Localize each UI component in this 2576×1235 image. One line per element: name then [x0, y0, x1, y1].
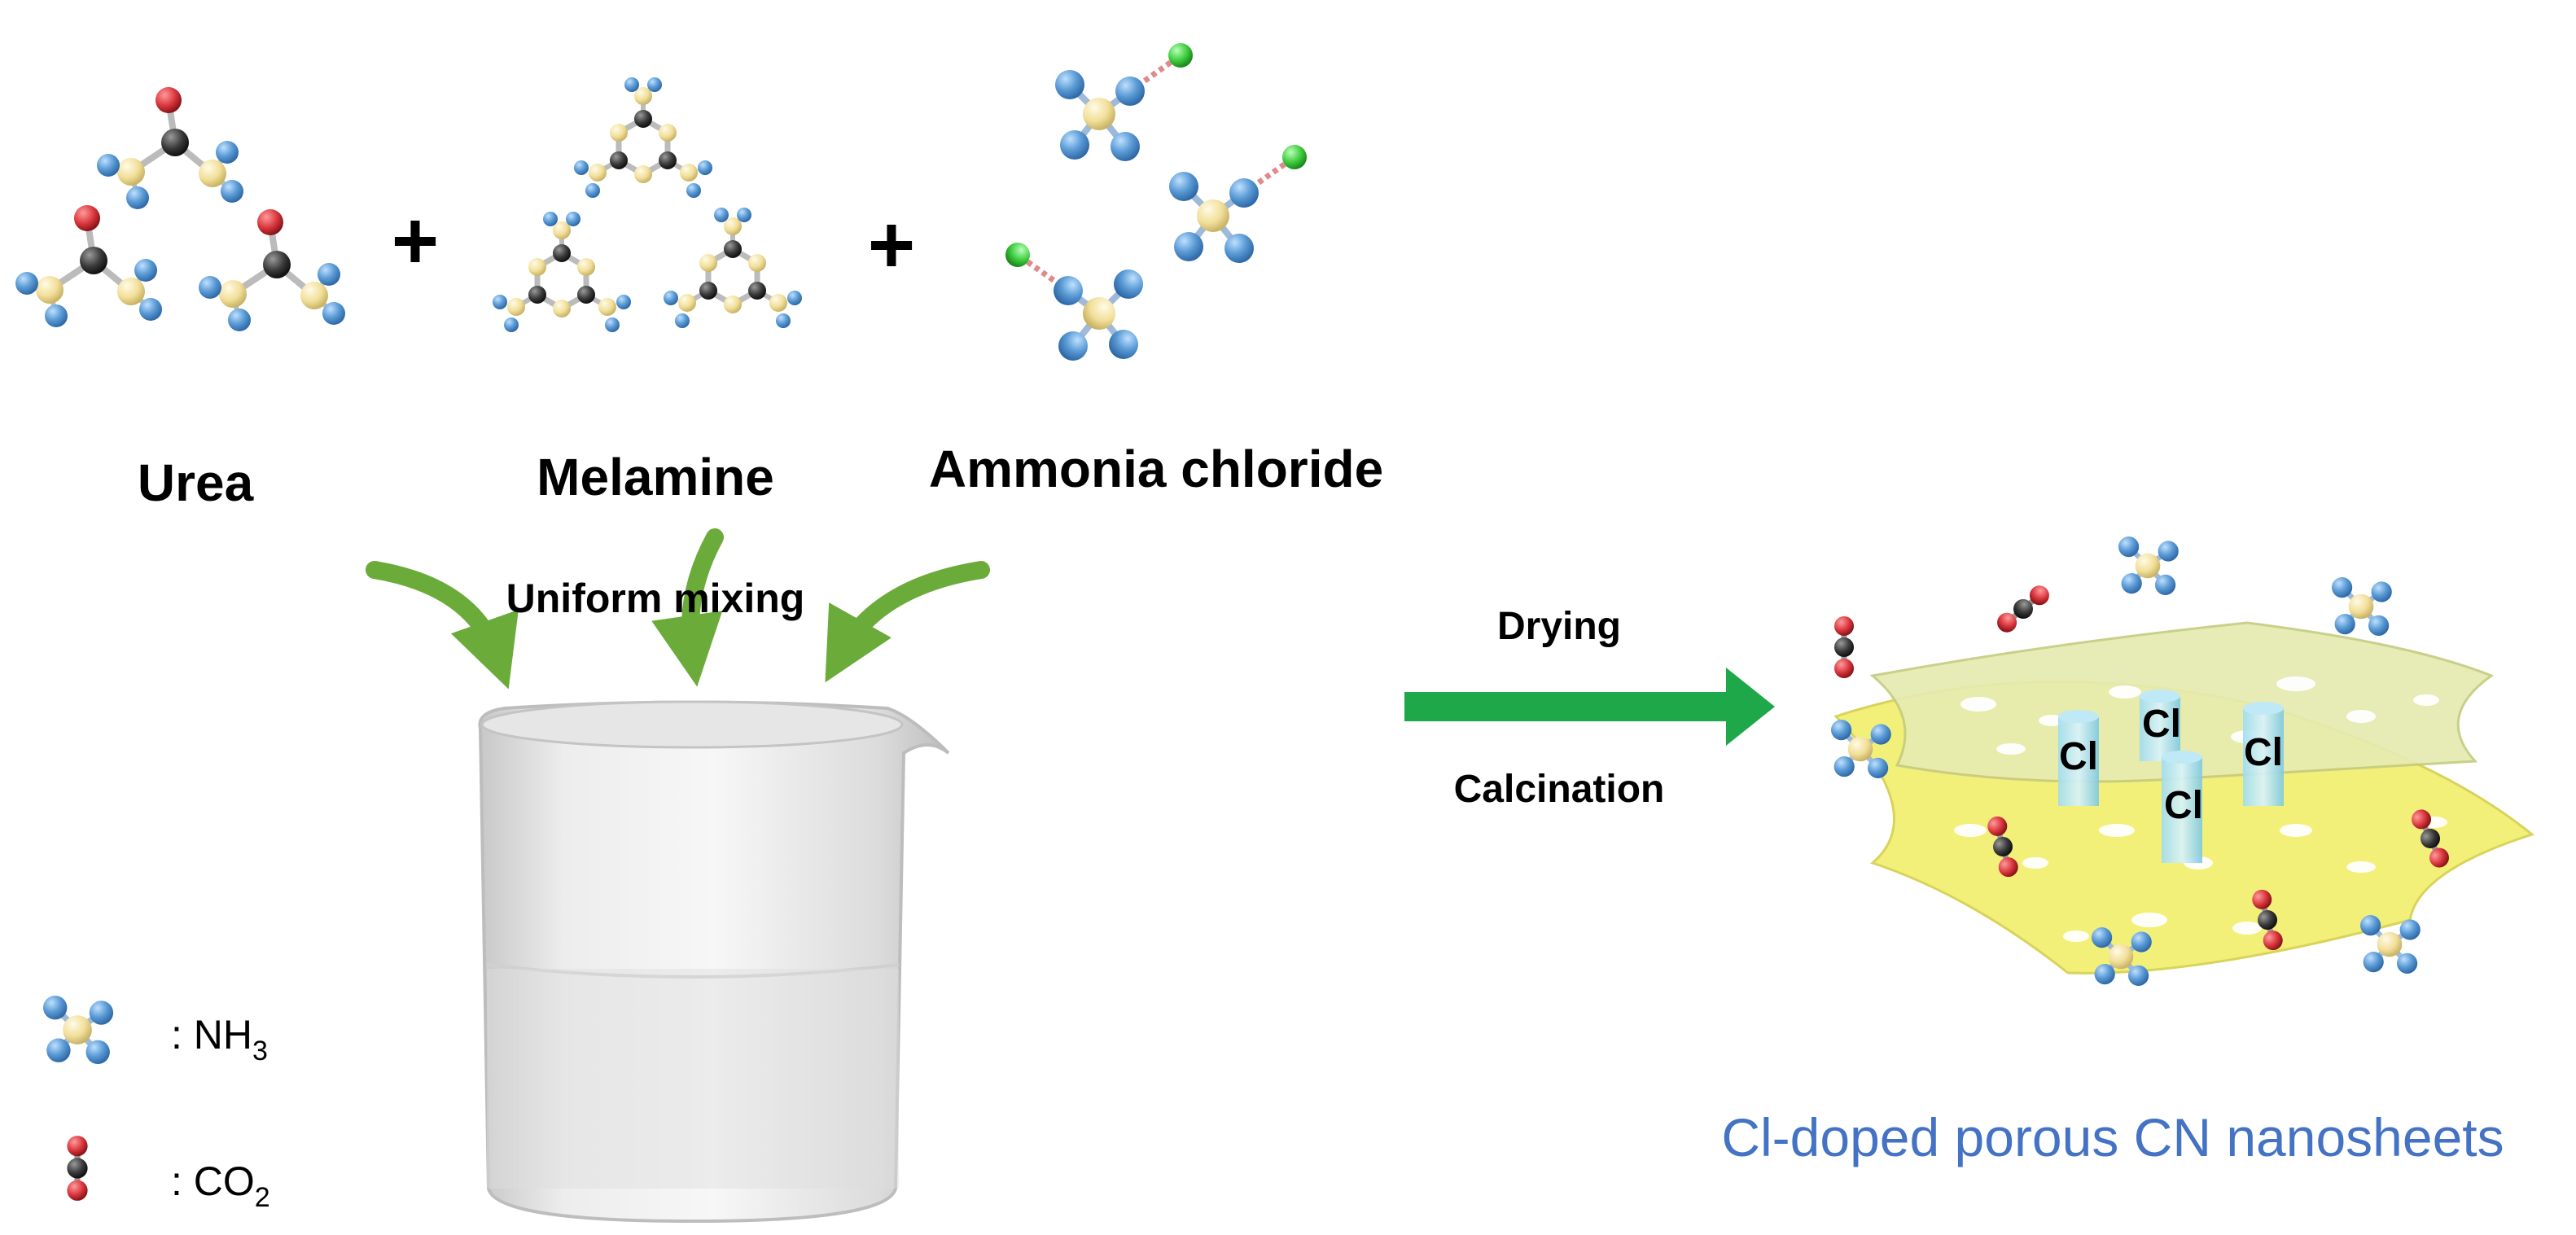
- cl-label-4: Cl: [2164, 784, 2203, 827]
- cl-label-3: Cl: [2244, 731, 2283, 774]
- nh3-legend-icon: [43, 996, 113, 1064]
- beaker-icon: [478, 700, 950, 1224]
- legend: : NH3 : CO2: [43, 996, 270, 1213]
- cl-label-2: Cl: [2142, 703, 2181, 746]
- plus-sign-2: +: [868, 199, 915, 291]
- cl-label-1: Cl: [2059, 735, 2098, 778]
- label-uniform-mixing: Uniform mixing: [506, 576, 805, 621]
- label-urea: Urea: [138, 453, 254, 512]
- plus-sign-1: +: [392, 195, 439, 287]
- melamine-molecules: [493, 77, 802, 332]
- product-title: Cl-doped porous CN nanosheets: [1721, 1107, 2504, 1167]
- legend-nh3-label: : NH3: [171, 1012, 268, 1066]
- mixing-arrows: [366, 528, 990, 690]
- cn-nanosheets: Cl Cl Cl Cl: [1833, 621, 2535, 974]
- process-arrow: [1404, 668, 1775, 746]
- label-drying: Drying: [1497, 605, 1621, 648]
- legend-co2-label: : CO2: [171, 1158, 270, 1213]
- label-ammonia-chloride: Ammonia chloride: [929, 440, 1383, 498]
- label-calcination: Calcination: [1454, 768, 1665, 811]
- co2-legend-icon: [67, 1136, 87, 1201]
- ammonia-chloride-molecules: [1005, 43, 1307, 361]
- cl-dopant-cylinders: [2058, 690, 2284, 863]
- label-melamine: Melamine: [537, 448, 774, 506]
- urea-molecules: [15, 87, 345, 331]
